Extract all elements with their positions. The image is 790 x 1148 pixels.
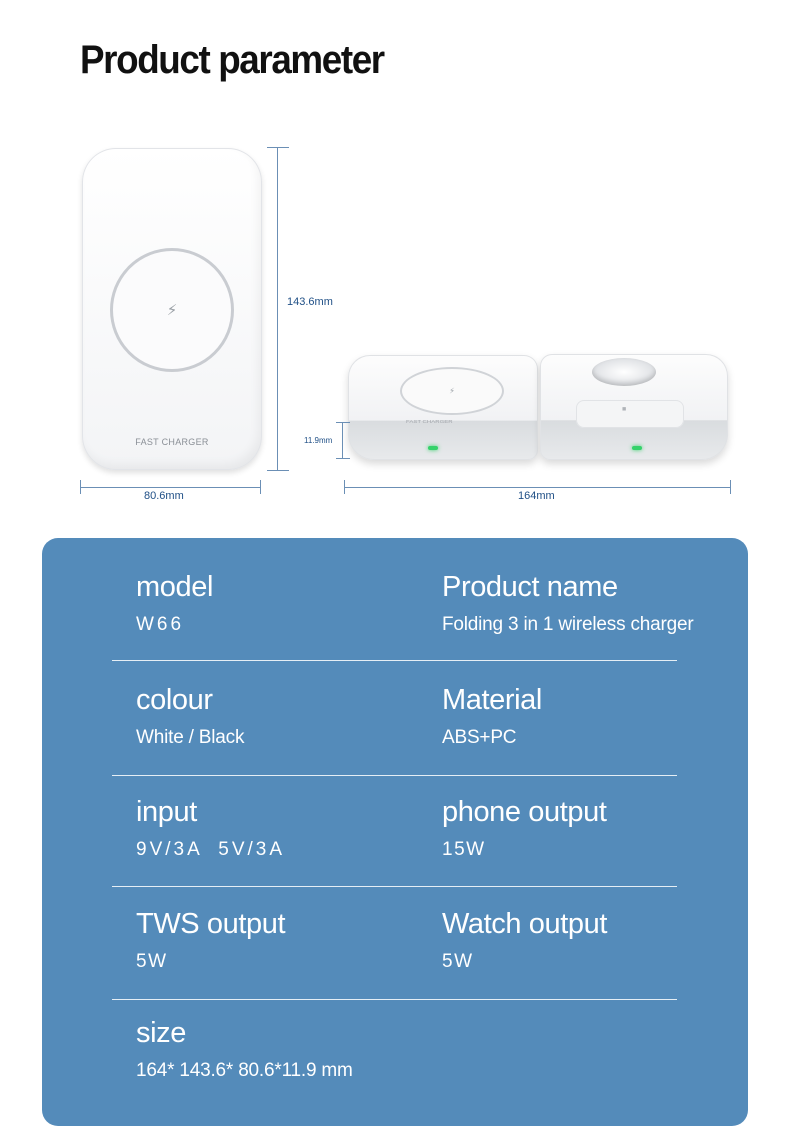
- thickness-dimension-line: [342, 422, 343, 458]
- height-dimension-cap-bottom: [267, 470, 289, 471]
- charger-right-panel: ■: [540, 354, 728, 460]
- earbuds-charging-pad: ■: [576, 400, 684, 428]
- spec-value: W66: [136, 614, 185, 635]
- spec-label: colour: [136, 684, 213, 716]
- height-dimension-cap-top: [267, 147, 289, 148]
- thickness-dimension-cap-bottom: [336, 458, 350, 459]
- spec-material: Material ABS+PC: [442, 683, 542, 749]
- width-dimension-cap-right: [260, 480, 261, 494]
- height-dimension-line: [277, 148, 278, 470]
- spec-phone-output: phone output 15W: [442, 795, 607, 861]
- thickness-dimension-cap-top: [336, 422, 350, 423]
- spec-panel: model W66 Product name Folding 3 in 1 wi…: [42, 538, 748, 1126]
- spec-label: size: [136, 1017, 186, 1049]
- small-bolt-icon: ⚡︎: [449, 386, 455, 396]
- right-led-indicator: [632, 446, 642, 450]
- spec-model: model W66: [136, 570, 213, 636]
- spec-label: input: [136, 796, 197, 828]
- spec-divider: [112, 886, 677, 887]
- spec-colour: colour White / Black: [136, 683, 244, 749]
- fold-brand-text: FAST CHARGER: [406, 419, 453, 425]
- spec-label: TWS output: [136, 908, 286, 940]
- phone-charging-ring: ⚡︎: [400, 367, 504, 415]
- spec-size: size 164* 143.6* 80.6*11.9 mm: [136, 1016, 353, 1082]
- length-dimension-line: [344, 487, 730, 488]
- spec-label: Watch output: [442, 908, 607, 940]
- spec-divider: [112, 999, 677, 1000]
- thickness-dimension-label: 11.9mm: [304, 436, 333, 445]
- spec-value: 15W: [442, 839, 486, 860]
- spec-value: ABS+PC: [442, 727, 517, 748]
- spec-value: 164* 143.6* 80.6*11.9 mm: [136, 1060, 353, 1081]
- width-dimension-cap-left: [80, 480, 81, 494]
- spec-label: Product name: [442, 571, 618, 603]
- phone-led-indicator: [428, 446, 438, 450]
- spec-input: input 9V/3A 5V/3A: [136, 795, 285, 861]
- spec-divider: [112, 660, 677, 661]
- front-brand-text: FAST CHARGER: [135, 437, 209, 447]
- lightning-bolt-icon: ⚡︎: [166, 302, 178, 319]
- spec-watch-output: Watch output 5W: [442, 907, 607, 973]
- spec-product-name: Product name Folding 3 in 1 wireless cha…: [442, 570, 694, 636]
- spec-divider: [112, 775, 677, 776]
- charger-left-panel: ⚡︎ FAST CHARGER: [348, 355, 538, 460]
- length-dimension-cap-right: [730, 480, 731, 494]
- height-dimension-label: 143.6mm: [287, 296, 333, 308]
- charging-coil-ring: ⚡︎: [110, 248, 234, 372]
- earbuds-icon: ■: [622, 406, 627, 413]
- spec-value: White / Black: [136, 727, 245, 748]
- page-title: Product parameter: [80, 38, 385, 82]
- length-dimension-label: 164mm: [518, 490, 555, 502]
- spec-value: 5W: [136, 951, 168, 972]
- width-dimension-label: 80.6mm: [144, 490, 184, 502]
- charger-front-view: ⚡︎ FAST CHARGER: [82, 148, 262, 470]
- watch-charger-puck: [592, 358, 656, 386]
- spec-label: Material: [442, 684, 542, 716]
- spec-value: 5W: [442, 951, 474, 972]
- spec-label: model: [136, 571, 213, 603]
- spec-value: Folding 3 in 1 wireless charger: [442, 614, 694, 635]
- spec-value: 9V/3A 5V/3A: [136, 839, 286, 860]
- spec-label: phone output: [442, 796, 607, 828]
- spec-tws-output: TWS output 5W: [136, 907, 286, 973]
- length-dimension-cap-left: [344, 480, 345, 494]
- width-dimension-line: [80, 487, 260, 488]
